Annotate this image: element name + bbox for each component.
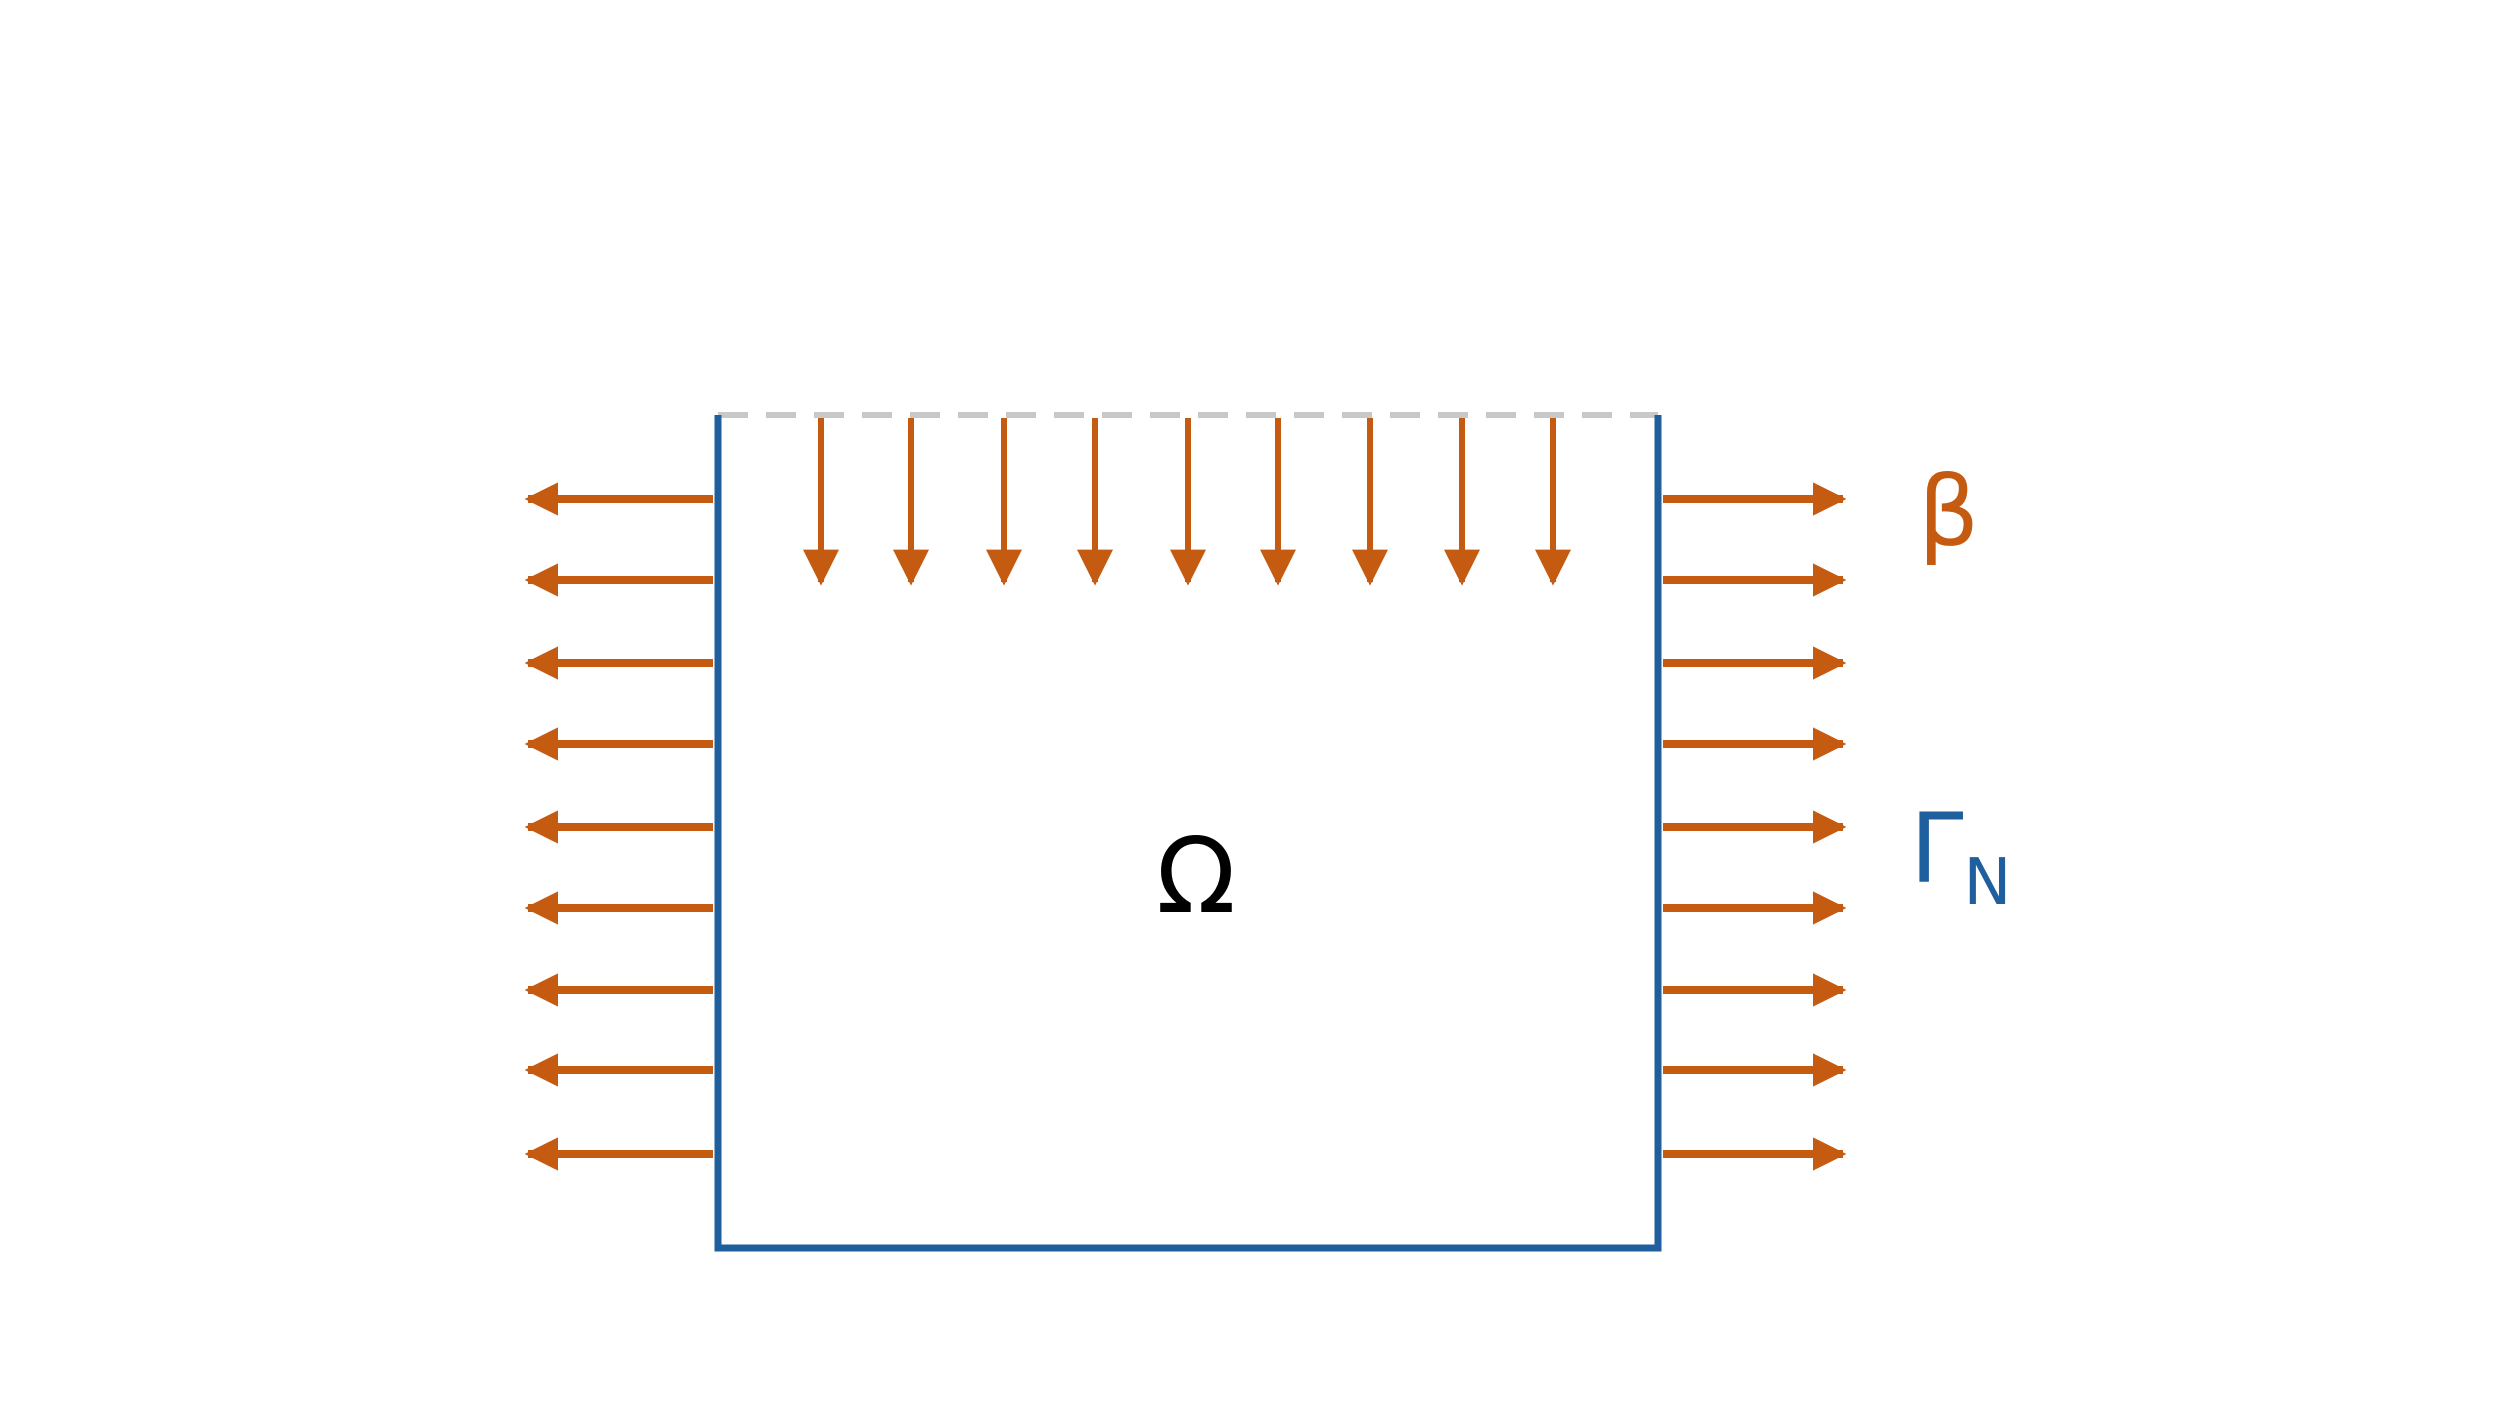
gamma-label: ΓN	[1910, 793, 2011, 920]
neumann-boundary	[714, 415, 1662, 1252]
top-arrows-group	[803, 418, 1571, 586]
gamma-subscript: N	[1963, 846, 2011, 920]
left-arrows-group	[524, 482, 713, 1171]
domain-label-omega: Ω	[1156, 815, 1235, 937]
right-arrows-group	[1663, 482, 1847, 1171]
beta-label: β	[1918, 456, 1979, 568]
gamma-symbol: Γ	[1910, 793, 1963, 905]
